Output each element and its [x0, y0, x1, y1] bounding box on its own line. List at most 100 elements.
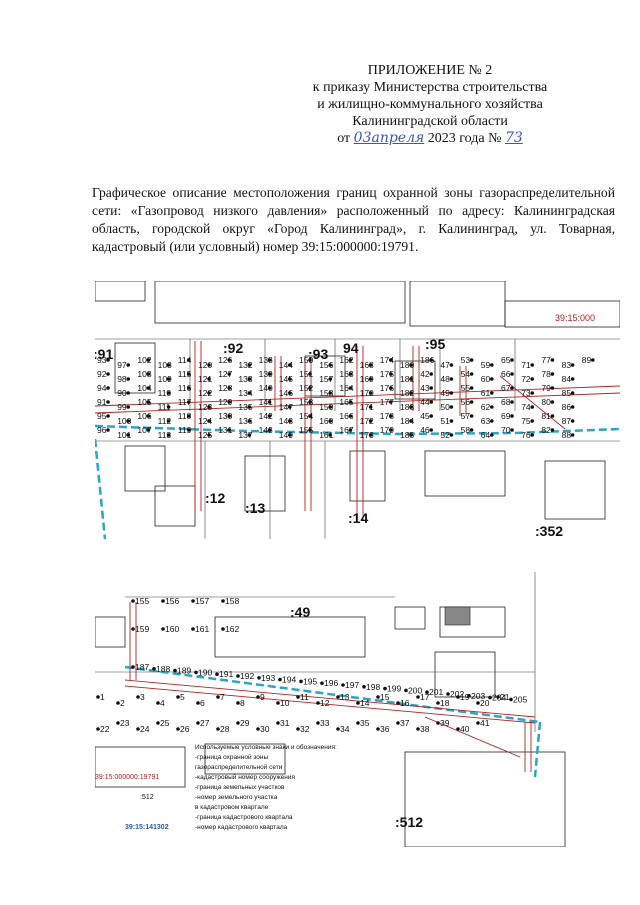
zone-vertex-label: 46 [420, 425, 430, 435]
zone-vertex-label: 36 [380, 724, 390, 734]
zone-vertex-dot [510, 358, 514, 362]
zone-vertex-label: 147 [279, 402, 293, 412]
zone-vertex-dot [530, 391, 534, 395]
zone-vertex-dot [341, 683, 345, 687]
zone-vertex-label: 89 [582, 355, 592, 365]
zone-vertex-dot [288, 405, 292, 409]
zone-vertex-label: 196 [324, 678, 338, 688]
map-top-cadastral-code: 39:15:000 [555, 313, 595, 323]
zone-vertex-dot [429, 386, 434, 390]
order-ministry-line: к приказу Министерства строительства [312, 80, 548, 95]
zone-vertex-dot [509, 697, 513, 702]
zone-vertex-dot [288, 363, 292, 367]
zone-vertex-dot [288, 419, 292, 423]
zone-vertex-label: 106 [137, 411, 151, 421]
zone-vertex-dot [308, 414, 312, 418]
zone-vertex-label: 15 [380, 692, 390, 702]
zone-vertex-dot [530, 419, 534, 423]
zone-vertex-dot [247, 433, 252, 437]
zone-vertex-label: 158 [319, 388, 333, 398]
zone-vertex-dot [187, 358, 191, 362]
zone-vertex-label: 168 [360, 360, 374, 370]
zone-vertex-label: 185 [400, 430, 414, 440]
zone-vertex-label: 173 [360, 430, 374, 440]
zone-vertex-label: 78 [541, 369, 551, 379]
zone-vertex-dot [550, 400, 555, 404]
zone-vertex-label: 143 [259, 425, 273, 435]
zone-vertex-label: 38 [420, 724, 430, 734]
zone-vertex-dot [207, 391, 211, 395]
zone-vertex-label: 140 [259, 383, 273, 393]
zone-vertex-label: 152 [299, 383, 313, 393]
zone-vertex-label: 180 [400, 360, 414, 370]
zone-vertex-label: 77 [541, 355, 551, 365]
zone-vertex-dot [356, 721, 360, 725]
zone-vertex-dot [207, 419, 211, 423]
zone-vertex-label: 189 [177, 666, 191, 676]
zone-vertex-label: 159 [319, 402, 333, 412]
zone-vertex-label: 200 [408, 685, 422, 695]
zone-vertex-dot [247, 405, 252, 409]
zone-vertex-dot [267, 428, 272, 432]
zone-vertex-label: 199 [387, 684, 401, 694]
zone-vertex-label: 44 [420, 397, 430, 407]
zone-vertex-label: 49 [440, 388, 450, 398]
zone-vertex-dot [550, 428, 555, 432]
zone-vertex-label: 164 [339, 383, 353, 393]
zone-vertex-label: 174 [380, 355, 394, 365]
zone-vertex-dot [247, 419, 252, 423]
zone-vertex-label: 55 [461, 383, 471, 393]
zone-vertex-dot [176, 695, 180, 699]
zone-vertex-label: 96 [97, 425, 107, 435]
zone-vertex-dot [267, 386, 272, 390]
zone-vertex-dot [131, 627, 135, 631]
zone-vertex-label: 43 [420, 383, 430, 393]
zone-vertex-dot [106, 428, 110, 432]
zone-vertex-label: 17 [420, 692, 430, 702]
zone-vertex-label: 138 [259, 355, 273, 365]
order-date-line: от 03апреля 2023 года № 73 [280, 130, 580, 147]
zone-vertex-dot [409, 377, 413, 381]
zone-vertex-label: 126 [218, 355, 232, 365]
zone-vertex-label: 74 [521, 402, 531, 412]
zone-vertex-dot [510, 400, 514, 404]
zone-vertex-dot [376, 695, 380, 699]
zone-vertex-dot [389, 372, 393, 376]
zone-vertex-dot [152, 667, 156, 671]
zone-vertex-label: 94 [97, 383, 107, 393]
zone-vertex-dot [166, 419, 171, 423]
zone-vertex-dot [449, 391, 454, 395]
zone-vertex-label: 53 [461, 355, 471, 365]
zone-vertex-dot [126, 433, 130, 437]
zone-vertex-dot [216, 695, 220, 699]
zone-vertex-dot [510, 386, 514, 390]
zone-vertex-dot [389, 358, 393, 362]
zone-vertex-label: 61 [481, 388, 491, 398]
zone-vertex-label: 35 [360, 718, 370, 728]
zone-vertex-dot [308, 428, 312, 432]
zone-vertex-dot [348, 358, 353, 362]
zone-vertex-label: 103 [137, 369, 151, 379]
zone-vertex-dot [106, 372, 110, 376]
zone-vertex-label: 193 [261, 673, 275, 683]
zone-vertex-dot [126, 363, 130, 367]
zone-vertex-dot [136, 727, 140, 731]
zone-vertex-label: 1 [100, 692, 105, 702]
zone-vertex-dot [348, 372, 353, 376]
zone-vertex-label: 34 [340, 724, 350, 734]
zone-vertex-dot [216, 727, 220, 731]
legend-item-text: газораспределительной сети [195, 764, 283, 771]
zone-vertex-label: 151 [299, 369, 313, 379]
zone-vertex-label: 82 [541, 425, 551, 435]
zone-vertex-label: 98 [117, 374, 127, 384]
zone-vertex-dot [116, 721, 120, 725]
legend-item-text: в кадастровом квартале [195, 804, 269, 811]
zone-vertex-label: 70 [501, 425, 511, 435]
zone-vertex-dot [267, 372, 272, 376]
zone-vertex-label: 127 [218, 369, 232, 379]
appendix-title: ПРИЛОЖЕНИЕ № 2 [367, 63, 493, 78]
zone-vertex-label: 30 [260, 724, 270, 734]
zone-vertex-label: 115 [178, 369, 192, 379]
zone-vertex-dot [328, 405, 332, 409]
zone-vertex-dot [409, 419, 413, 423]
